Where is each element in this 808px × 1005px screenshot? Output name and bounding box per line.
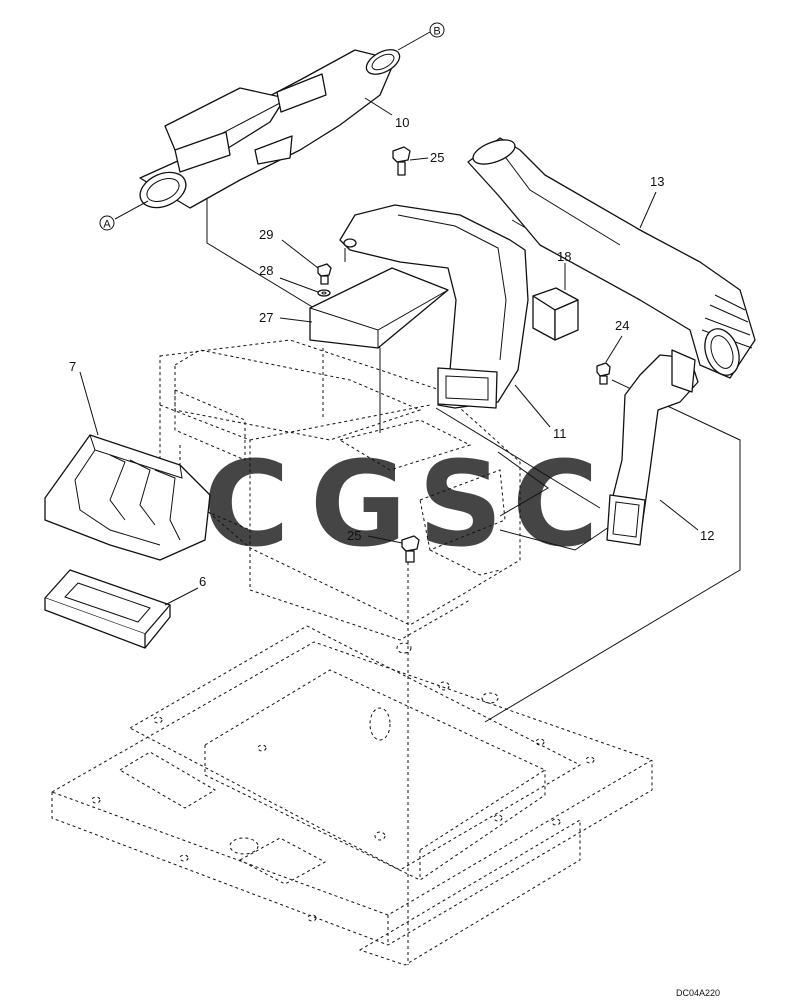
part-28-washer xyxy=(279,277,331,297)
cab-floor-frame xyxy=(50,625,654,966)
part-27-plate xyxy=(279,267,449,349)
watermark-letter-g: G xyxy=(310,435,407,573)
part-11-duct xyxy=(339,204,551,428)
callout-11: 11 xyxy=(553,426,567,441)
connector-b: B xyxy=(429,22,445,38)
part-12-lower-duct xyxy=(606,349,699,546)
drawing-code: DC04A220 xyxy=(676,988,720,998)
watermark-letter-c1: C xyxy=(203,435,290,573)
callout-29: 29 xyxy=(259,227,273,242)
callout-12: 12 xyxy=(700,528,714,543)
watermark-letter-s: S xyxy=(418,435,503,573)
callout-27: 27 xyxy=(259,310,273,325)
callout-10: 10 xyxy=(395,115,409,130)
watermark-letter-c2: C xyxy=(512,435,599,573)
part-13-flexible-hose xyxy=(467,137,756,379)
callout-28: 28 xyxy=(259,263,273,278)
part-10-upper-duct xyxy=(114,31,431,220)
part-7-blower-housing xyxy=(44,371,211,561)
callout-13: 13 xyxy=(650,174,664,189)
callout-25-lower: 25 xyxy=(347,528,361,543)
part-29-bolt xyxy=(281,239,332,285)
connector-a-label: A xyxy=(103,219,111,231)
callout-labels: 10 25 29 28 27 18 13 24 7 11 12 6 25 xyxy=(69,115,714,589)
callout-18: 18 xyxy=(557,249,571,264)
callout-7: 7 xyxy=(69,359,76,374)
part-25-bolt-lower xyxy=(367,535,420,563)
connector-a: A xyxy=(99,215,115,231)
callout-6: 6 xyxy=(199,574,206,589)
part-25-bolt-upper xyxy=(392,146,429,176)
part-24-bolt xyxy=(596,335,623,385)
cgsc-watermark: C G S C xyxy=(203,435,599,573)
part-6-gasket xyxy=(44,569,199,649)
part-18-pad xyxy=(532,263,579,341)
connector-b-label: B xyxy=(433,26,440,38)
callout-25-upper: 25 xyxy=(430,150,444,165)
callout-24: 24 xyxy=(615,318,629,333)
